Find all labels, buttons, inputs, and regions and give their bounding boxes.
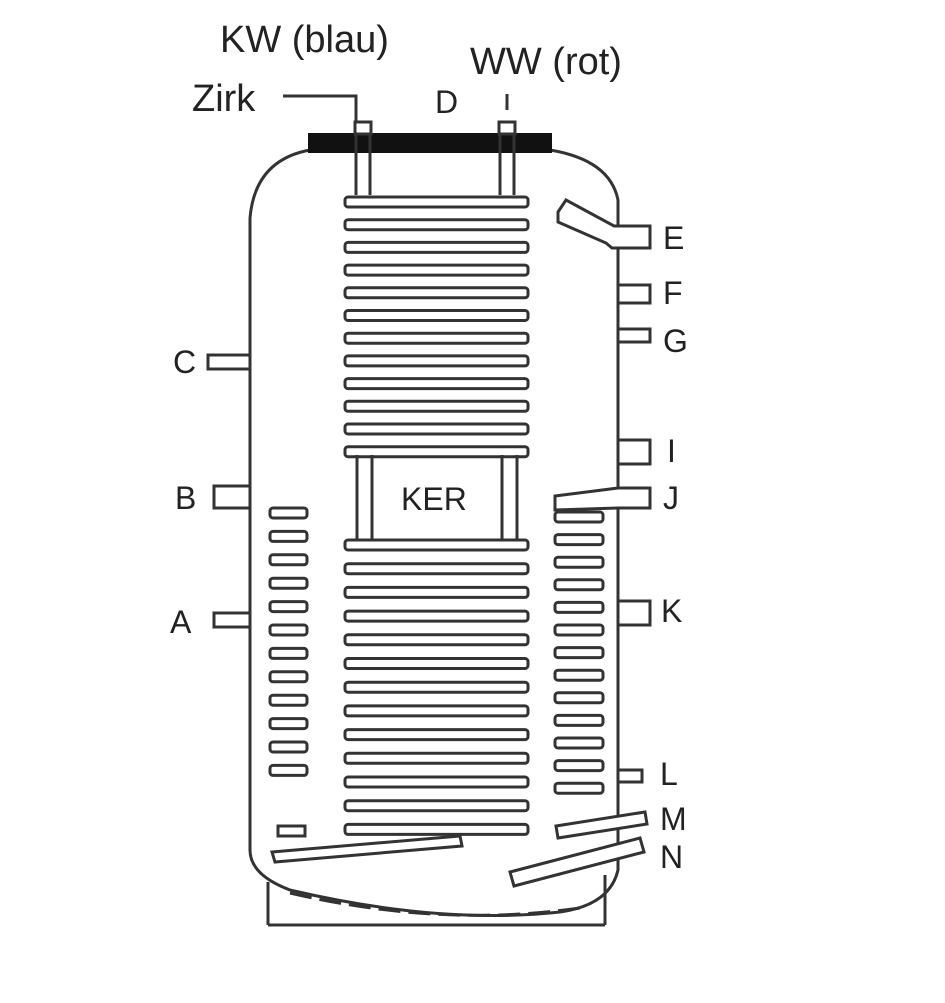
left-coil-turn [268,693,309,707]
left-solar-coil [268,506,309,777]
right-coil-turn [553,781,605,795]
right-coil-turn [553,623,605,637]
right-coil-turn [553,578,605,592]
port-label-m: M [660,801,687,837]
right-coil-turn [553,510,605,524]
center-element-label: KER [401,481,467,517]
cold-water-label: KW (blau) [220,19,389,61]
right-port-stubs [553,198,652,784]
left-coil-turn [268,553,309,567]
lower-coil-turn [343,633,530,647]
lower-coil-turn [343,704,530,718]
port-label-f: F [663,275,683,311]
upper-coil-turn [343,218,530,232]
lower-coil-turn [343,799,530,813]
lower-coil-turn [343,728,530,742]
upper-coil-turn [343,263,530,277]
right-coil-turn [553,668,605,682]
right-coil-turn [553,736,605,750]
circulation-leader-line [283,94,358,122]
bottom-diagonal-pipes [270,810,649,888]
lower-coil-turn [343,680,530,694]
left-coil-turn [268,670,309,684]
left-port-stubs [206,353,252,629]
right-coil-turn [553,600,605,614]
upper-coil-turn [343,195,530,209]
port-label-c: C [173,344,196,380]
port-label-i: I [667,433,676,469]
port-label-g: G [663,323,688,359]
right-coil-turn [553,646,605,660]
left-coil-turn [268,717,309,731]
left-coil-turn [268,529,309,543]
upper-coil-turn [343,309,530,322]
upper-coil-turn [343,377,530,391]
right-coil-turn [553,759,605,773]
right-coil-turn [553,691,605,705]
port-label-k: K [661,593,682,629]
lower-coil-turn [343,585,530,599]
left-coil-turn [268,623,309,637]
port-label-b: B [175,480,196,516]
tank-shell [248,148,620,927]
port-label-l: L [660,756,678,792]
hot-water-label: WW (rot) [470,41,622,83]
right-solar-coil [553,510,605,795]
left-coil-turn [268,600,309,614]
lower-coil-turn [343,751,530,765]
right-coil-turn [553,713,605,727]
port-label-e: E [663,220,684,256]
upper-pipes [353,120,517,195]
port-label-n: N [660,839,683,875]
lower-coil-turn [343,609,530,623]
upper-coil-turn [343,331,530,345]
port-label-d: D [435,84,458,120]
left-coil-turn [268,763,309,777]
left-coil-turn [268,506,309,520]
left-coil-turn [268,740,309,754]
upper-coil-turn [343,286,530,300]
upper-heat-exchanger-coil [343,195,530,459]
circulation-label: Zirk [192,78,256,120]
port-label-j: J [663,480,679,516]
lower-heat-exchanger-coil [343,538,530,836]
left-coil-turn [268,646,309,660]
lower-coil-turn [343,657,530,670]
left-coil-turn [268,576,309,590]
lower-coil-turn [343,562,530,576]
port-label-a: A [170,604,192,640]
upper-coil-turn [343,354,530,368]
upper-coil-turn [343,240,530,254]
right-coil-turn [553,555,605,569]
right-coil-turn [553,533,605,547]
upper-coil-turn [343,422,530,436]
upper-coil-turn [343,399,530,413]
lower-coil-turn [343,775,530,789]
center-element [355,455,519,545]
lower-coil-turn [343,538,530,552]
upper-coil-turn [343,445,530,459]
lower-coil-turn [343,822,530,836]
